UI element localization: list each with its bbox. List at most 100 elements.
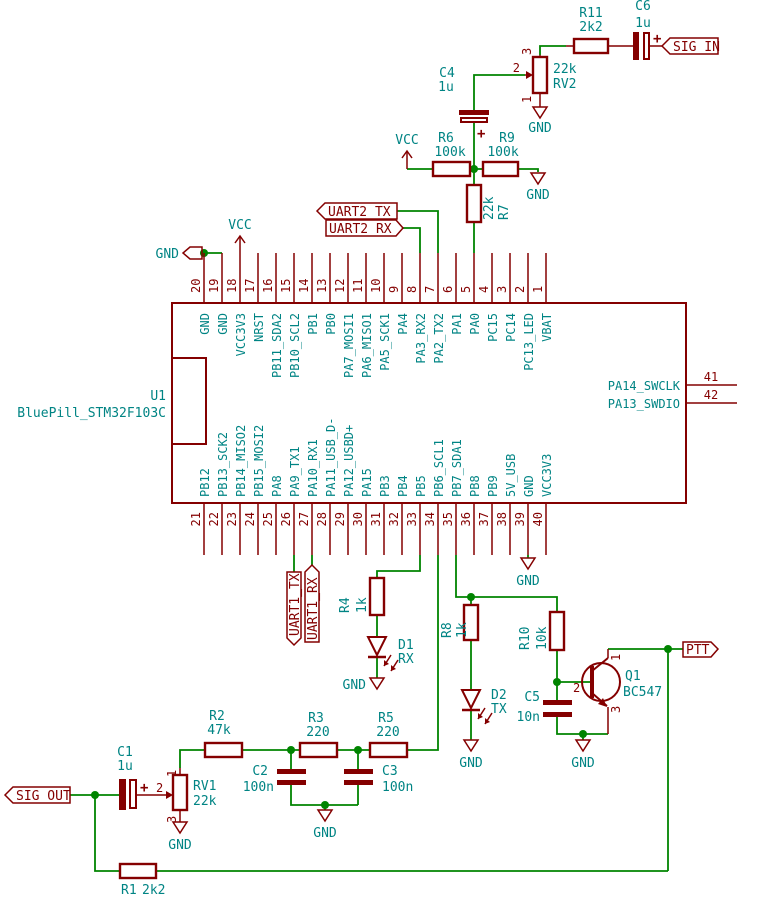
resistor-r3[interactable]: R3 220 [298, 711, 339, 759]
plus-sign: + [477, 126, 485, 142]
wires[interactable] [70, 45, 683, 872]
capacitor-c4[interactable]: + C4 1u [438, 66, 489, 142]
label-text: UART1_TX [288, 573, 303, 636]
resistor-body [431, 160, 472, 178]
cap-plate [460, 117, 488, 123]
pin-number: 2 [513, 286, 527, 293]
gnd-symbol[interactable]: GND [526, 172, 550, 203]
gnd-label: GND [526, 188, 550, 203]
pin-name: GND [216, 313, 230, 335]
wire-r9-gnd[interactable] [518, 168, 539, 172]
ref: C4 [439, 66, 455, 81]
resistor-r5[interactable]: R5 220 [368, 711, 409, 759]
wire-c2-bottom[interactable] [290, 785, 358, 806]
gnd-symbol[interactable]: GND [516, 557, 540, 589]
global-label-uart2-tx[interactable]: UART2_TX [315, 202, 398, 220]
junction-dot[interactable] [287, 746, 295, 754]
junction-dot[interactable] [321, 801, 329, 809]
wire-pin34-r5[interactable] [407, 555, 439, 751]
gnd-flag[interactable]: GND [156, 246, 203, 262]
transistor-q1[interactable]: 2 1 3 Q1 BC547 [573, 649, 662, 734]
resistor-r8[interactable]: R8 1k [440, 603, 480, 642]
wire-rv1-r2[interactable] [179, 749, 205, 768]
ref: R2 [209, 709, 225, 724]
wire-pin35-r10[interactable] [455, 555, 558, 612]
wire-uart2-rx-pin8[interactable] [403, 227, 421, 253]
wire-pin33-r4[interactable] [376, 555, 421, 578]
gnd-symbol[interactable]: GND [313, 809, 337, 841]
pin-number: 30 [351, 512, 365, 526]
potentiometer-rv1[interactable]: 2 1 3 RV1 22k [156, 768, 217, 823]
value: 220 [376, 725, 399, 740]
pin-name: PB0 [324, 313, 338, 335]
pin-number: 38 [495, 512, 509, 526]
pin-number: 4 [477, 286, 491, 293]
resistor-r1[interactable]: R1 2k2 [118, 862, 165, 898]
junction-dot[interactable] [467, 593, 475, 601]
vcc-symbol[interactable]: VCC [395, 133, 419, 169]
vcc-symbol[interactable]: VCC [228, 218, 252, 253]
resistor-r6[interactable]: R6 100k [431, 131, 472, 178]
resistor-r2[interactable]: R2 47k [203, 709, 244, 759]
wire-rv2-r11[interactable] [539, 45, 566, 55]
gnd-symbol[interactable]: GND [343, 677, 386, 693]
potentiometer-rv2[interactable]: 2 3 1 22k RV2 [513, 48, 577, 103]
pin-number: 3 [609, 706, 623, 713]
junction-dot[interactable] [354, 746, 362, 754]
capacitor-c6[interactable]: + C6 1u [633, 0, 662, 60]
pin-number: 31 [369, 512, 383, 526]
resistor-r9[interactable]: R9 100k [481, 131, 520, 178]
global-label-uart2-rx[interactable]: UART2_RX [325, 219, 404, 237]
wire-sigout-r1[interactable] [94, 795, 120, 872]
led-d1[interactable]: D1 RX [366, 636, 414, 672]
capacitor-c2[interactable]: C2 100n [243, 764, 306, 795]
cap-plate [459, 110, 489, 115]
global-label-sig-in[interactable]: SIG_IN [660, 37, 720, 55]
wire-c5-emitter[interactable] [556, 717, 608, 735]
junction-dot[interactable] [579, 730, 587, 738]
global-label-uart1-tx[interactable]: UART1_TX [286, 571, 303, 647]
pin-name: PB12 [198, 468, 212, 497]
global-label-ptt[interactable]: PTT [682, 641, 720, 658]
gnd-symbol[interactable]: GND [168, 810, 192, 853]
pin-number: 1 [520, 96, 534, 103]
resistor-r4[interactable]: R4 1k [338, 576, 386, 617]
junction-dot[interactable] [470, 165, 478, 173]
global-label-uart1-rx[interactable]: UART1_RX [304, 563, 321, 643]
pin-name: PA7_MOSI1 [342, 313, 356, 378]
capacitor-c1[interactable]: + C1 1u [117, 745, 166, 810]
wire-r10-q1base[interactable] [556, 650, 590, 683]
junction-dot[interactable] [553, 678, 561, 686]
pin-number: 2 [513, 61, 520, 75]
pin-name: PA0 [468, 313, 482, 335]
led-d2[interactable]: D2 TX [460, 688, 507, 725]
resistor-body [481, 160, 520, 178]
resistor-r11[interactable]: R11 2k2 [566, 6, 634, 55]
junction-dot[interactable] [664, 645, 672, 653]
ic-u1[interactable]: U1 BluePill_STM32F103C 41 42 PA14_SWCLK … [17, 253, 737, 555]
pin-number: 13 [315, 279, 329, 293]
pin-number: 39 [513, 512, 527, 526]
value: 1u [438, 80, 454, 95]
value: 1u [117, 759, 133, 774]
value: 100k [487, 145, 518, 160]
wire-uart2-tx-pin7[interactable] [397, 210, 439, 253]
capacitor-c3[interactable]: C3 100n [344, 764, 413, 795]
pin-name: PA1 [450, 313, 464, 335]
gnd-symbol[interactable]: GND [528, 93, 552, 136]
value: 100n [382, 780, 413, 795]
gnd-symbol[interactable]: GND [571, 739, 595, 771]
capacitor-c5[interactable]: C5 10n [517, 690, 572, 725]
junction-dot[interactable] [91, 791, 99, 799]
global-label-sig-out[interactable]: SIG_OUT [3, 786, 71, 804]
value: 22k [482, 196, 497, 220]
gnd-symbol[interactable]: GND [459, 739, 483, 771]
ic-ref[interactable]: U1 [150, 389, 166, 404]
ic-value[interactable]: BluePill_STM32F103C [17, 406, 166, 421]
wire-rv2-wiper-c4[interactable] [473, 74, 525, 110]
resistor-r10[interactable]: R10 10k [518, 610, 566, 652]
resistor-r7[interactable]: 22k R7 [465, 183, 512, 224]
pin-number: 22 [207, 512, 221, 526]
